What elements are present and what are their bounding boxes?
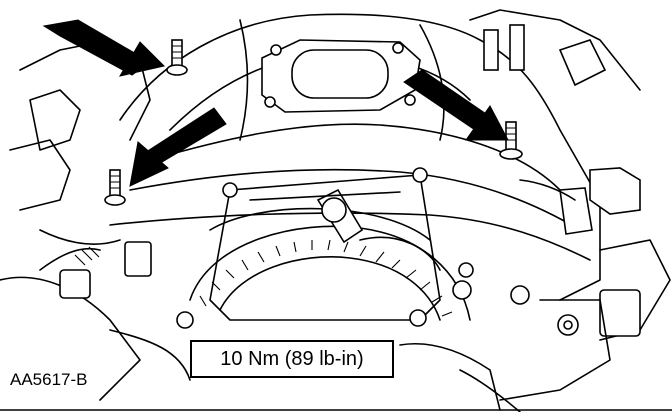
right-engine-details — [469, 9, 671, 401]
callout-arrow-left — [129, 107, 227, 187]
throttle-body-flange — [261, 39, 421, 113]
left-engine-details — [0, 39, 152, 401]
torque-spec-label: 10 Nm (89 lb-in) — [190, 340, 394, 378]
callout-arrow-top-left — [42, 19, 165, 77]
figure-code-label: AA5617-B — [8, 370, 90, 390]
manifold-bolt-left-upper — [166, 39, 188, 76]
drive-pulley-assembly — [189, 188, 471, 321]
manifold-bolt-left-lower — [104, 169, 126, 206]
lower-engine-housing — [0, 329, 672, 412]
upper-intake-manifold — [109, 13, 601, 301]
callout-arrow-right — [403, 69, 509, 141]
support-bracket — [176, 167, 530, 329]
